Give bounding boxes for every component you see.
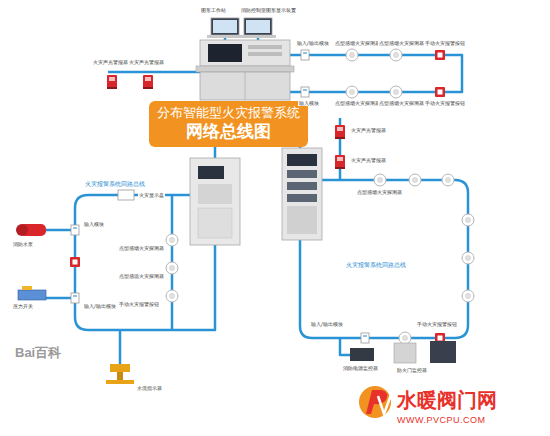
display-panel [118,190,134,200]
bus-wire [290,55,462,92]
device-label: 火灾声光警报器 [350,128,387,133]
control-console [196,40,294,100]
device-label: 输入模块 [298,101,320,106]
pressure-switch [18,286,46,300]
bus-wire [45,38,468,364]
controller-cabinet [282,148,322,240]
device-label: 点型感烟火灾探测器 [118,246,165,251]
device-label: 火灾声光警报器 [350,158,387,163]
device-label: 手动火灾报警按钮 [424,41,466,46]
watermark-url: WWW.PVCPU.COM [396,416,487,425]
device-label: 点型感烟火灾探测器 [334,41,381,46]
device-label: 火灾声光警报器 [92,60,129,65]
title-band: 分布智能型火灾报警系统网络总线图 [149,101,308,147]
device-label: 消防电源监控器 [342,366,379,371]
bus-wire [300,180,468,338]
laptop [240,18,276,38]
bus-wire [108,71,200,74]
device-label: 火灾声光警报器 [128,60,165,65]
device-label: 手动火灾报警按钮 [416,322,458,327]
fire-pump [16,224,46,236]
device-label: 点型感温火灾探测器 [118,274,165,279]
device-label: 水流指示器 [136,386,163,391]
device-label: 输入/输出模块 [296,41,330,46]
device-label: 图形工作站 [200,8,227,13]
device-label: 消防水泵 [12,242,34,247]
bus-label: 火灾报警系统回路总线 [84,181,146,187]
device-label: 输入/输出模块 [310,322,344,327]
bus-wire [45,230,120,364]
device-label: 手动火灾报警按钮 [424,101,466,106]
device-label: 消防控制室图形显示装置 [240,8,297,13]
flow-indicator [106,364,134,384]
bus-wire [340,338,350,355]
watermark-text: Bai百科 [14,346,62,360]
device-label: 火灾显示盘 [138,193,165,198]
device-label: 手动火灾报警按钮 [118,302,160,307]
device-label: 点型感烟火灾探测器 [378,101,425,106]
watermark-text: 水暖阀门网 [396,390,498,411]
device-label: 压力开关 [12,304,34,309]
laptop [207,18,243,38]
bus-label: 火灾报警系统回路总线 [345,262,407,268]
title-text: 分布智能型火灾报警系统 [155,105,302,121]
subtitle-text: 网络总线图 [155,121,302,142]
device-label: 防火门监控器 [396,368,428,373]
device-label: 点型感烟火灾探测器 [334,101,381,106]
device-label: 点型感烟火灾探测器 [378,41,425,46]
monitor-device [350,341,456,363]
device-label: 点型感烟火灾探测器 [356,190,403,195]
device-label: 输入模块 [83,222,105,227]
fire-alarm-controller [190,158,240,245]
watermark-logo [359,386,392,418]
device-label: 输入/输出模块 [83,304,117,309]
